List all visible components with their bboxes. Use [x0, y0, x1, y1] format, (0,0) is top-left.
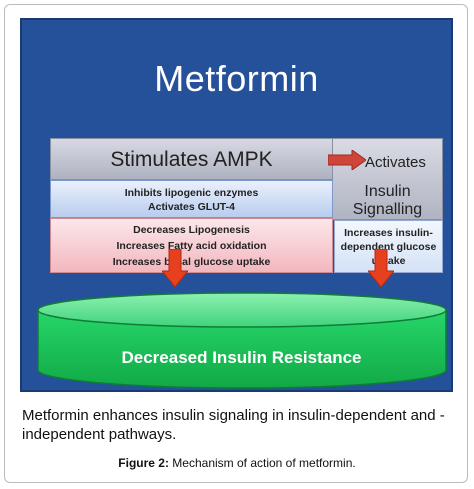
- figure-caption: Figure 2: Mechanism of action of metform…: [0, 456, 474, 470]
- ampk-box: Stimulates AMPK: [50, 138, 333, 180]
- inhibits-line: Inhibits lipogenic enzymes: [124, 187, 259, 199]
- decreases-box: Decreases Lipogenesis Increases Fatty ac…: [50, 218, 333, 273]
- activates-label: Activates: [365, 154, 426, 171]
- down-arrow-icon: [368, 249, 394, 287]
- figure-label: Figure 2:: [118, 456, 169, 470]
- caption-line: independent pathways.: [22, 426, 177, 443]
- diagram-caption: Metformin enhances insulin signaling in …: [22, 406, 452, 444]
- increases-line: Increases insulin-: [344, 227, 433, 239]
- caption-line: Metformin enhances insulin signaling in …: [22, 407, 445, 424]
- inhibits-line: Activates GLUT-4: [148, 201, 235, 213]
- mechanism-diagram: Metformin Stimulates AMPK Activates Insu…: [20, 18, 453, 392]
- inhibits-box: Inhibits lipogenic enzymes Activates GLU…: [50, 180, 333, 218]
- decreases-line: Increases basal glucose uptake: [112, 256, 271, 268]
- diagram-title: Metformin: [154, 58, 319, 99]
- increases-line: dependent glucose: [340, 241, 437, 253]
- insulin-signalling-box: Activates Insulin Signalling: [332, 138, 443, 220]
- decreases-line: Increases Fatty acid oxidation: [116, 240, 267, 252]
- decreases-line: Decreases Lipogenesis: [133, 224, 250, 236]
- insulin-signalling-label: Insulin Signalling: [352, 183, 423, 218]
- result-label: Decreased Insulin Resistance: [121, 348, 362, 367]
- result-cylinder: [37, 292, 447, 389]
- down-arrow-icon: [162, 249, 188, 287]
- right-arrow-icon: [328, 150, 366, 170]
- figure-text: Mechanism of action of metformin.: [172, 456, 356, 470]
